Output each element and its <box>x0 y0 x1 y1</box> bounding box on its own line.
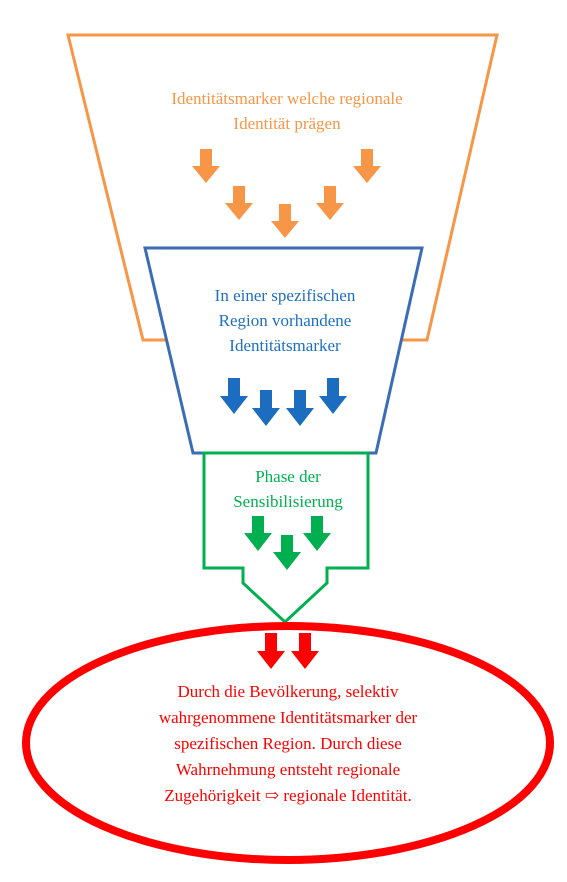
inner-funnel-label-line1: In einer spezifischen <box>215 286 356 305</box>
down-arrow-icon <box>291 633 319 669</box>
inner-funnel-shape <box>143 246 424 455</box>
result-label-line3: spezifischen Region. Durch diese <box>174 734 402 753</box>
down-arrow-icon <box>192 149 220 183</box>
down-arrow-icon <box>225 186 253 220</box>
result-label-line5: Zugehörigkeit ⇨ regionale Identität. <box>164 786 411 805</box>
red-arrow-group <box>257 633 319 669</box>
outer-funnel-shape <box>66 33 499 342</box>
result-label-line1: Durch die Bevölkerung, selektiv <box>178 682 399 701</box>
outer-funnel-label-line2: Identität prägen <box>233 114 341 133</box>
down-arrow-icon <box>271 204 299 238</box>
orange-arrow-group <box>192 149 381 238</box>
down-arrow-icon <box>286 390 314 426</box>
inner-funnel-label-line3: Identitätsmarker <box>229 336 341 355</box>
down-arrow-icon <box>252 390 280 426</box>
sensitization-label-line2: Sensibilisierung <box>233 492 343 511</box>
down-arrow-icon <box>316 186 344 220</box>
result-label-line4: Wahrnehmung entsteht regionale <box>176 760 400 779</box>
result-label-line2: wahrgenommene Identitätsmarker der <box>159 708 418 727</box>
down-arrow-icon <box>273 535 301 570</box>
down-arrow-icon <box>303 516 331 551</box>
sensitization-label-line1: Phase der <box>255 467 321 486</box>
down-arrow-icon <box>257 633 285 669</box>
down-arrow-icon <box>319 378 347 414</box>
down-arrow-icon <box>353 149 381 183</box>
down-arrow-icon <box>244 516 272 551</box>
result-ellipse-shape <box>22 622 554 864</box>
inner-funnel-label-line2: Region vorhandene <box>219 311 352 330</box>
green-arrow-group <box>244 516 331 570</box>
down-arrow-icon <box>220 378 248 414</box>
blue-arrow-group <box>220 378 347 426</box>
outer-funnel-label-line1: Identitätsmarker welche regionale <box>171 89 402 108</box>
